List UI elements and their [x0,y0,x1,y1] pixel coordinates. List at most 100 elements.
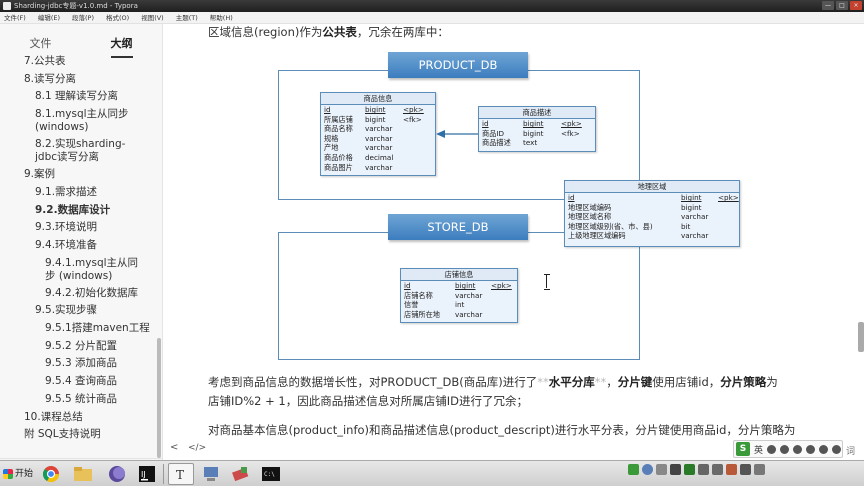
tab-files[interactable]: 文件 [29,37,52,50]
speaker-tray-icon[interactable] [656,464,667,475]
editor-scrollbar[interactable] [858,322,864,352]
menu-format[interactable]: 格式(O) [106,14,130,22]
outline-item[interactable]: 7.公共表 [24,55,66,67]
sidebar-scrollbar[interactable] [157,338,161,458]
explorer-icon[interactable] [70,463,96,485]
help-tray-icon[interactable] [642,464,653,475]
moon-icon[interactable] [780,444,790,454]
outline-item[interactable]: 9.3.环境说明 [35,221,98,234]
svg-text:IJ: IJ [141,470,146,479]
close-button[interactable]: × [850,1,862,10]
outline-item[interactable]: 8.1.mysql主从同步 (windows) [35,108,129,134]
outline-item[interactable]: 8.1 理解读写分离 [35,90,119,103]
sogou-tray-icon[interactable] [628,464,639,475]
source-code-toggle[interactable]: </> [188,443,207,453]
ime-toolbar[interactable]: S 英 [733,440,843,458]
eclipse-icon[interactable] [104,463,130,485]
outline-item[interactable]: 9.5.1搭建maven工程 [45,322,150,335]
network-icon[interactable] [198,463,224,485]
menu-edit[interactable]: 编辑(E) [37,14,60,22]
tab-outline[interactable]: 大纲 [81,24,162,62]
title-bar: Sharding-jdbc专题-v1.0.md - Typora — □ × [0,0,864,12]
tool-icon[interactable] [228,463,254,485]
editor-content[interactable]: 区域信息(region)作为公共表，冗余在两库中： PRODUCT_DB 商品信… [164,24,864,460]
typora-icon[interactable]: T [168,463,194,485]
svg-text:C:\: C:\ [264,471,275,478]
volume-tray-icon[interactable] [740,464,751,475]
menu-theme[interactable]: 主题(T) [175,14,198,22]
display-tray-icon[interactable] [698,464,709,475]
outline-item[interactable]: 附 SQL支持说明 [24,428,101,441]
tools-icon[interactable] [832,444,842,454]
window-title: Sharding-jdbc专题-v1.0.md - Typora [14,2,138,10]
back-button[interactable]: < [170,442,179,453]
network-tray-icon[interactable] [712,464,723,475]
sidebar: 文件 大纲 7.公共表 8.读写分离 8.1 理解读写分离 8.1.mysql主… [0,24,163,460]
top-line: 区域信息(region)作为公共表，冗余在两库中： [208,25,449,39]
security-tray-icon[interactable] [726,464,737,475]
chrome-icon[interactable] [38,463,64,485]
keyboard-icon[interactable] [793,444,803,454]
outline-item-active[interactable]: 9.2.数据库设计 [35,203,111,216]
outline-item[interactable]: 9.4.2.初始化数据库 [45,286,139,299]
punctuation-icon[interactable] [767,444,777,454]
windows-logo-icon [3,469,13,479]
intellij-icon[interactable]: IJ [134,463,160,485]
terminal-icon[interactable]: C:\ [258,463,284,485]
user-icon[interactable] [806,444,816,454]
clock-tray-icon[interactable] [670,464,681,475]
outline-item[interactable]: 9.5.4 查询商品 [45,375,118,388]
taskbar: 开始 IJ T C:\ [0,460,864,486]
outline-item[interactable]: 8.2.实现sharding-jdbc读写分离 [35,138,126,164]
start-button[interactable]: 开始 [1,464,35,484]
outline-item[interactable]: 9.4.1.mysql主从同步 (windows) [45,256,139,282]
table-row: 地理区域级别(省、市、县)bit [568,221,691,231]
ime-language[interactable]: 英 [754,445,764,456]
misc-tray-icon[interactable] [754,464,765,475]
paragraph-sharding-table: 对商品基本信息(product_info)和商品描述信息(product_des… [208,423,796,437]
app-tray-icon[interactable] [684,464,695,475]
product-db-title: PRODUCT_DB [388,52,528,78]
outline-item[interactable]: 9.5.2 分片配置 [45,339,118,352]
outline-item[interactable]: 9.5.实现步骤 [35,304,98,317]
menu-help[interactable]: 帮助(H) [209,14,233,22]
menu-bar: 文件(F) 编辑(E) 段落(P) 格式(O) 视图(V) 主题(T) 帮助(H… [0,12,864,24]
outline-item[interactable]: 10.课程总结 [24,410,83,423]
relation-arrow [436,130,478,138]
svg-text:T: T [176,468,184,481]
menu-view[interactable]: 视图(V) [141,14,164,22]
outline-item[interactable]: 9.5.3 添加商品 [45,357,118,370]
paragraph-sharding-db-cont: 店铺ID%2 + 1，因此商品描述信息对所属店铺ID进行了冗余； [208,394,528,408]
outline-item[interactable]: 8.读写分离 [24,72,77,85]
sidebar-footer [0,458,163,484]
outline-item[interactable]: 9.1.需求描述 [35,185,98,198]
ime-tail-text: 词 [846,447,856,457]
menu-paragraph[interactable]: 段落(P) [72,14,94,22]
sogou-logo-icon: S [736,442,750,456]
outline-item[interactable]: 9.5.5 统计商品 [45,392,118,405]
minimize-button[interactable]: — [822,1,834,10]
menu-file[interactable]: 文件(F) [4,14,26,22]
maximize-button[interactable]: □ [836,1,848,10]
skin-icon[interactable] [819,444,829,454]
outline-item[interactable]: 9.案例 [24,168,56,181]
outline-item[interactable]: 9.4.环境准备 [35,238,98,251]
